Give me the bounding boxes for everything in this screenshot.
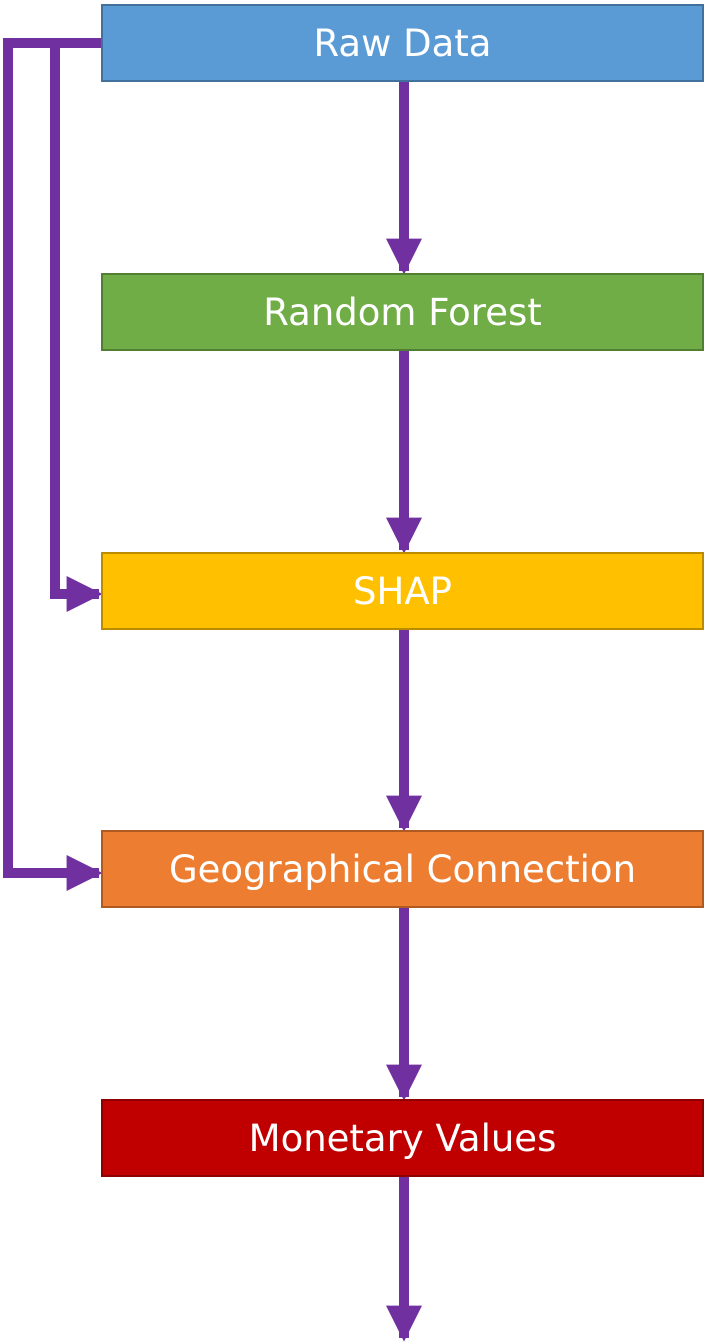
node-raw-data: Raw Data [101, 4, 704, 82]
node-raw-data-label: Raw Data [313, 21, 492, 65]
node-random-forest: Random Forest [101, 273, 704, 351]
node-random-forest-label: Random Forest [263, 290, 542, 334]
node-monetary-values: Monetary Values [101, 1099, 704, 1177]
node-geographical-connection: Geographical Connection [101, 830, 704, 908]
node-monetary-values-label: Monetary Values [248, 1116, 557, 1160]
arrow-raw-data-to-geographical-connection [3, 38, 104, 891]
node-geographical-connection-label: Geographical Connection [168, 847, 637, 891]
arrow-raw-data-to-shap [50, 38, 104, 612]
node-shap: SHAP [101, 552, 704, 630]
node-shap-label: SHAP [353, 569, 452, 613]
